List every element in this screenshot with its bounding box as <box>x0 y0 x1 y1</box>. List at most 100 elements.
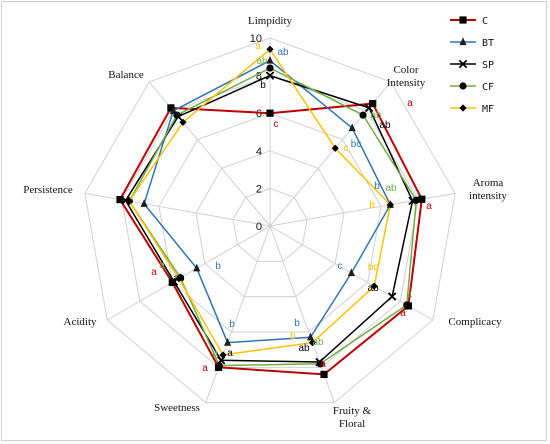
significance-letter: bc <box>368 262 379 273</box>
axis-label-line: Fruity & <box>333 405 372 417</box>
significance-letter: b <box>294 318 300 329</box>
data-point <box>167 104 175 112</box>
axis-label-line: Complicacy <box>448 316 502 328</box>
axis-label-line: Aroma <box>473 177 504 189</box>
significance-letter: a <box>407 98 413 109</box>
data-point <box>193 263 201 272</box>
data-point <box>459 82 467 90</box>
data-point <box>459 37 467 46</box>
data-point <box>364 103 374 113</box>
significance-letter: ab <box>385 183 397 194</box>
significance-letter: bc <box>351 139 362 150</box>
legend-label: C <box>482 16 488 27</box>
data-point <box>173 111 181 119</box>
data-point <box>387 292 397 301</box>
series-line <box>118 102 423 376</box>
data-point <box>266 55 274 64</box>
data-point <box>359 111 367 119</box>
data-point <box>306 332 315 341</box>
legend-label: SP <box>482 60 494 71</box>
grid-spoke <box>205 225 271 403</box>
data-point <box>331 144 339 152</box>
significance-letter: c <box>338 261 343 272</box>
data-point <box>116 195 124 204</box>
significance-letter: c <box>274 119 279 130</box>
data-point <box>223 337 232 346</box>
legend-label: MF <box>482 104 494 115</box>
grid-ring <box>158 112 382 333</box>
axis-label-line: Intensity <box>387 77 426 89</box>
significance-letter: b <box>215 261 221 272</box>
axis-label: Fruity &Floral <box>333 405 372 430</box>
significance-letter: a <box>426 201 432 212</box>
significance-letter: b <box>260 80 266 91</box>
significance-letter: ab <box>370 110 382 121</box>
axis-label-line: Balance <box>108 69 144 81</box>
significance-letter: a <box>159 260 165 271</box>
data-point <box>179 118 187 126</box>
significance-letter: ab <box>173 273 185 284</box>
data-point <box>265 71 275 80</box>
data-point <box>316 360 324 368</box>
data-point <box>347 268 356 277</box>
grid-spoke <box>84 192 271 227</box>
significance-letter: a <box>227 348 233 359</box>
data-point <box>266 109 274 117</box>
significance-letter: a <box>212 348 218 359</box>
data-point <box>403 301 411 309</box>
grid-ring <box>121 75 419 368</box>
significance-letter: a <box>202 363 208 374</box>
data-point <box>266 64 274 72</box>
data-point <box>418 195 426 203</box>
significance-letter: a <box>406 289 412 300</box>
data-point <box>125 197 133 205</box>
grid-ring <box>232 187 308 262</box>
significance-letter: ab <box>312 337 324 348</box>
tick-label: 2 <box>256 183 262 195</box>
legend: C BT SP CF MF <box>450 16 494 115</box>
significance-letter: ab <box>256 56 268 67</box>
axis-label-line: intensity <box>469 190 507 202</box>
tick-label: 8 <box>256 71 262 83</box>
data-point <box>369 99 377 108</box>
series-line <box>128 67 418 367</box>
axis-label-line: Persistence <box>23 184 73 196</box>
data-point <box>219 351 227 359</box>
axis-label-line: Color <box>393 64 418 76</box>
significance-letter: b <box>374 181 380 192</box>
data-point <box>175 275 183 283</box>
legend-label: BT <box>482 38 494 49</box>
data-point <box>412 196 420 204</box>
data-point <box>348 123 356 132</box>
axis-label: Balance <box>108 69 144 81</box>
grid-spoke <box>148 81 271 227</box>
data-point <box>459 104 467 112</box>
series-line <box>128 48 392 356</box>
data-point <box>266 45 274 53</box>
significance-letter: a <box>320 359 326 370</box>
legend-label: CF <box>482 82 494 93</box>
significance-letter: a <box>151 267 157 278</box>
axis-label: Complicacy <box>448 316 502 328</box>
data-point <box>459 16 467 24</box>
grid-spoke <box>106 225 271 321</box>
tick-label: 0 <box>256 221 262 233</box>
significance-letter: a <box>400 308 406 319</box>
significance-letter: c <box>344 143 349 154</box>
significance-letter: b <box>229 319 235 330</box>
data-point <box>370 282 378 290</box>
significance-letter: b <box>290 331 296 342</box>
series-line <box>124 74 414 363</box>
tick-label: 10 <box>250 33 262 45</box>
significance-letter: ab <box>379 120 391 131</box>
data-point <box>458 59 468 69</box>
tick-label: 4 <box>256 146 262 158</box>
